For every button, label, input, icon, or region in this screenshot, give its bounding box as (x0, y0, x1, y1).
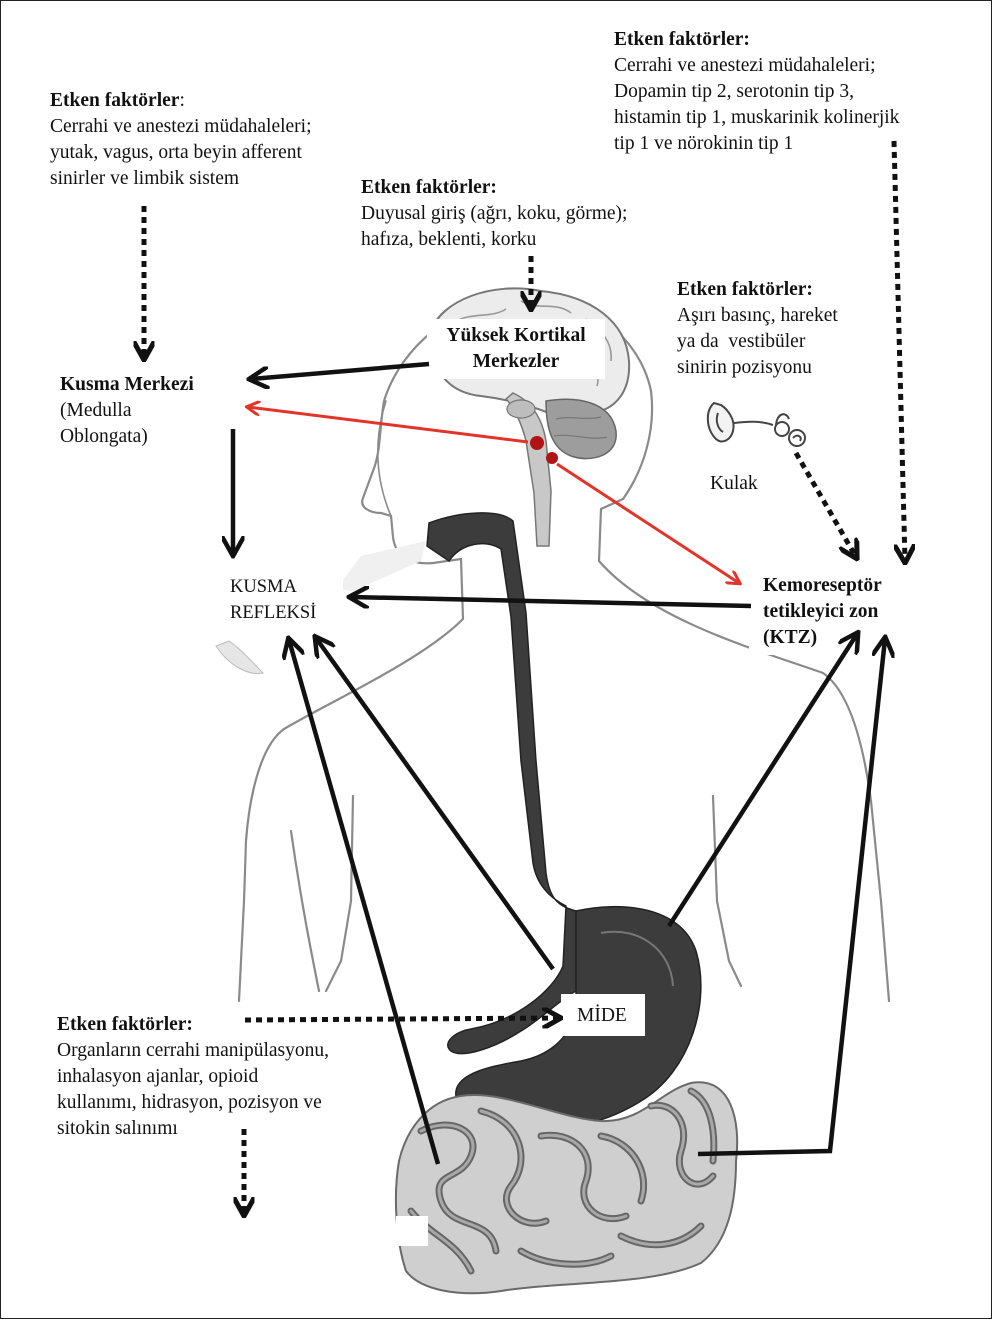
factor-line: Cerrahi ve anestezi müdahaleleri; (614, 53, 899, 79)
factor-line: yutak, vagus, orta beyin afferent (50, 140, 312, 166)
vomiting-center-title: Kusma Merkezi (60, 372, 194, 398)
factor-block-middle-right: Etken faktörler: Aşırı basınç, hareket y… (677, 277, 838, 381)
factor-line: histamin tip 1, muskarinik kolinerjik (614, 105, 899, 131)
factor-line: Duyusal giriş (ağrı, koku, görme); (361, 201, 627, 227)
factor-block-bottom-left: Etken faktörler: Organların cerrahi mani… (57, 1012, 329, 1142)
factor-line: Aşırı basınç, hareket (677, 303, 838, 329)
dotted-arrow-ear-to-ctz (796, 453, 856, 557)
factor-line: hafıza, beklenti, korku (361, 227, 627, 253)
factor-block-top-left: Etken faktörler: Cerrahi ve anestezi müd… (50, 88, 312, 192)
vomiting-center-line: Oblongata) (60, 424, 194, 450)
ear-label: Kulak (710, 471, 758, 497)
factor-heading: Etken faktörler: (614, 27, 899, 53)
arrow-ctz-to-reflex (351, 597, 751, 606)
stomach-label: MİDE (577, 1003, 627, 1029)
factor-heading: Etken faktörler (50, 90, 179, 111)
factor-line: Organların cerrahi manipülasyonu, (57, 1038, 329, 1064)
ctz-label: Kemoreseptör tetikleyici zon (KTZ) (763, 573, 882, 651)
vomiting-center-nucleus (530, 436, 544, 450)
cortical-line: Merkezler (429, 349, 603, 375)
factor-block-top-middle: Etken faktörler: Duyusal giriş (ağrı, ko… (361, 175, 627, 253)
factor-line: inhalasyon ajanlar, opioid (57, 1064, 329, 1090)
factor-heading: Etken faktörler: (677, 277, 838, 303)
reflex-line: KUSMA (230, 574, 316, 600)
factor-line: Dopamin tip 2, serotonin tip 3, (614, 79, 899, 105)
factor-heading-colon: : (179, 90, 184, 111)
intestines (396, 1082, 737, 1293)
factor-line: sinirler ve limbik sistem (50, 166, 312, 192)
ctz-line: tetikleyici zon (763, 599, 882, 625)
arrow-cortical-to-vomiting-center (251, 364, 429, 379)
factor-line: sinirin pozisyonu (677, 355, 838, 381)
vomit-splash (216, 641, 263, 674)
factor-heading: Etken faktörler: (57, 1012, 329, 1038)
factor-line: Cerrahi ve anestezi müdahaleleri; (50, 114, 312, 140)
arrow-stomach-to-ctz (669, 634, 857, 926)
factor-line: tip 1 ve nörokinin tip 1 (614, 131, 899, 157)
cortical-centers-label: Yüksek Kortikal Merkezler (429, 323, 603, 375)
vomiting-reflex-label: KUSMA REFLEKSİ (230, 574, 316, 626)
vomit-spray (336, 541, 426, 591)
factor-block-top-right: Etken faktörler: Cerrahi ve anestezi müd… (614, 27, 899, 157)
vomiting-center-line: (Medulla (60, 398, 194, 424)
factor-heading: Etken faktörler: (361, 175, 627, 201)
factor-line: sitokin salınımı (57, 1116, 329, 1142)
ear-illustration (708, 403, 805, 446)
reflex-line: REFLEKSİ (230, 600, 316, 626)
arrow-intestine-to-ctz (698, 639, 885, 1154)
dotted-arrow-top-right (894, 141, 905, 561)
cortical-line: Yüksek Kortikal (429, 323, 603, 349)
factor-line: kullanımı, hidrasyon, pozisyon ve (57, 1090, 329, 1116)
vomiting-center-label: Kusma Merkezi (Medulla Oblongata) (60, 372, 194, 450)
ctz-line: (KTZ) (763, 625, 882, 651)
ctz-line: Kemoreseptör (763, 573, 882, 599)
ctz-nucleus (546, 452, 558, 464)
arrow-brainstem-to-vomiting-center (248, 407, 528, 442)
factor-line: ya da vestibüler (677, 329, 838, 355)
